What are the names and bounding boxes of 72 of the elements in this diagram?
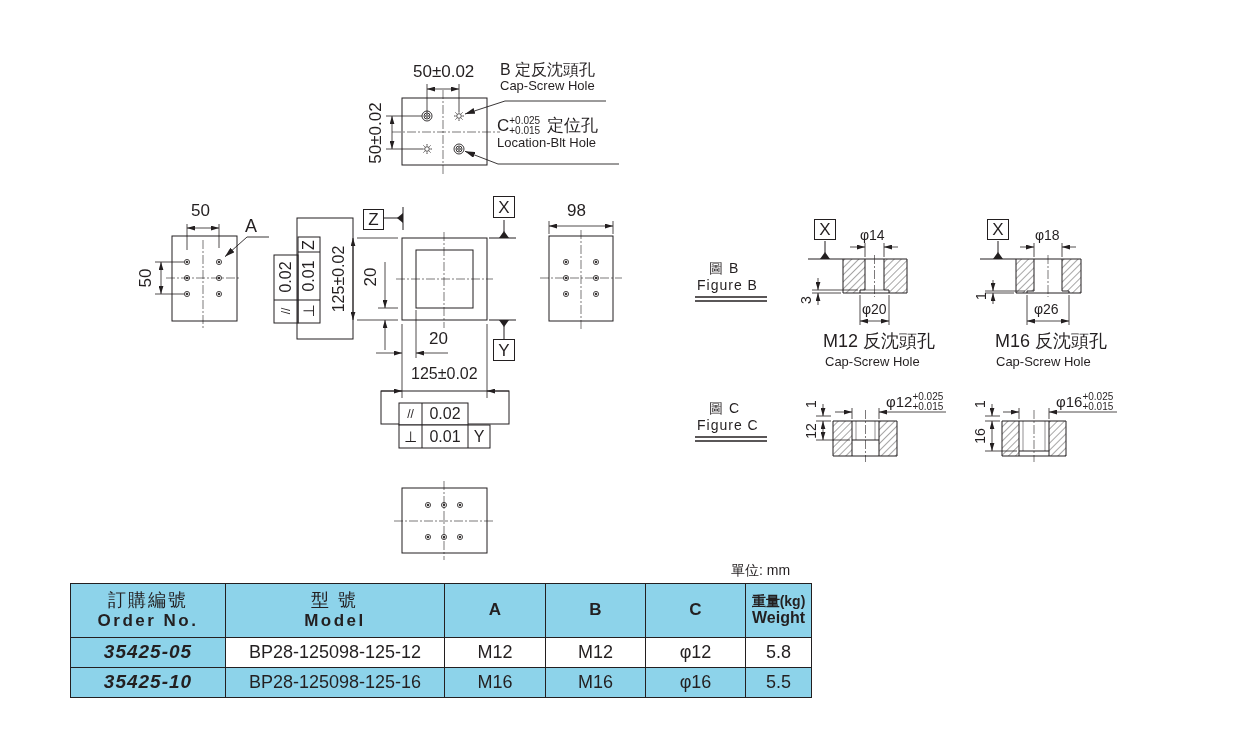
dimension-text: 16 (972, 428, 988, 444)
header-text: 型 號 (311, 590, 359, 612)
dimension-text: φ14 (860, 228, 885, 243)
dimension-text: φ20 (862, 302, 887, 317)
table-cell: BP28-125098-125-16 (226, 668, 445, 698)
table-cell: M16 (445, 668, 546, 698)
screw-hole (213, 256, 225, 268)
table-cell: BP28-125098-125-12 (226, 638, 445, 668)
header-text: Weight (752, 609, 805, 628)
header-text: Order No. (97, 611, 199, 631)
unit-note: 單位: mm (731, 563, 791, 578)
figure-label: Figure B (697, 278, 758, 293)
datum-box: X (814, 219, 836, 240)
datum-reference: Z (300, 239, 318, 250)
table-cell: M16 (546, 668, 646, 698)
table-cell: 5.5 (746, 668, 812, 698)
header-text: 訂購編號 (108, 590, 188, 612)
screw-hole (453, 110, 465, 122)
section-caption: Cap-Screw Hole (996, 355, 1091, 369)
tolerance-value: 0.01 (300, 260, 318, 292)
callout-text: Location-Blt Hole (497, 136, 596, 151)
header-text: Model (304, 611, 366, 631)
tolerance-value: 0.01 (429, 428, 461, 445)
table-header: B (546, 584, 646, 638)
table-cell: 35425-10 (71, 668, 226, 698)
dimension-text: 50 (191, 202, 210, 220)
dimension-text: 50 (137, 268, 155, 288)
table-header: A (445, 584, 546, 638)
table-cell: φ16 (646, 668, 746, 698)
tolerance-value: 0.02 (277, 261, 295, 293)
callout-text: A (245, 216, 257, 237)
table-cell: 5.8 (746, 638, 812, 668)
section-title: M16 反沈頭孔 (995, 332, 1108, 351)
dimension-text: 125±0.02 (330, 245, 348, 313)
dimension-text: 98 (567, 202, 586, 220)
perpendicularity-symbol: ⊥ (403, 428, 418, 445)
callout-text: C$^{+0.025}$$_{+0.015}$ 定位孔 (497, 116, 598, 136)
datum-box: Z (363, 209, 384, 230)
table-cell: M12 (445, 638, 546, 668)
parallelism-symbol: // (279, 307, 293, 315)
figure-label: 圖 B (709, 261, 740, 276)
table-cell: 35425-05 (71, 638, 226, 668)
datum-reference: Y (473, 428, 485, 445)
section-caption: Cap-Screw Hole (825, 355, 920, 369)
table-header: C (646, 584, 746, 638)
dimension-text: φ26 (1034, 302, 1059, 317)
dimension-text: 3 (798, 296, 814, 304)
callout-text: B 定反沈頭孔 (500, 61, 596, 80)
table-cell: φ12 (646, 638, 746, 668)
datum-box: X (493, 196, 515, 218)
tolerance-value: 0.02 (429, 405, 461, 423)
parallelism-symbol: // (407, 407, 414, 421)
perpendicularity-symbol: ⊥ (301, 304, 317, 318)
datum-box: X (987, 219, 1009, 240)
dimension-text: 20 (362, 267, 380, 287)
header-text: 重量(kg) (751, 593, 806, 610)
dimension-text: 1 (972, 400, 988, 408)
dimension-text: 50±0.02 (367, 102, 385, 164)
dimension-text: 1 (973, 292, 989, 300)
figure-label: 圖 C (709, 401, 740, 416)
dimension-text: 1 (803, 400, 819, 408)
datum-box: Y (493, 339, 515, 361)
dowel-hole (453, 143, 465, 155)
callout-text: Cap-Screw Hole (500, 79, 595, 95)
table-cell: M12 (546, 638, 646, 668)
section-title: M12 反沈頭孔 (823, 332, 936, 351)
dimension-text: 50±0.02 (413, 63, 475, 81)
dimension-text: 12 (803, 423, 819, 439)
dimension-text: φ18 (1035, 228, 1060, 243)
dimension-text: 20 (429, 330, 448, 348)
dimension-text: 125±0.02 (411, 366, 478, 383)
figure-label: Figure C (697, 418, 759, 433)
